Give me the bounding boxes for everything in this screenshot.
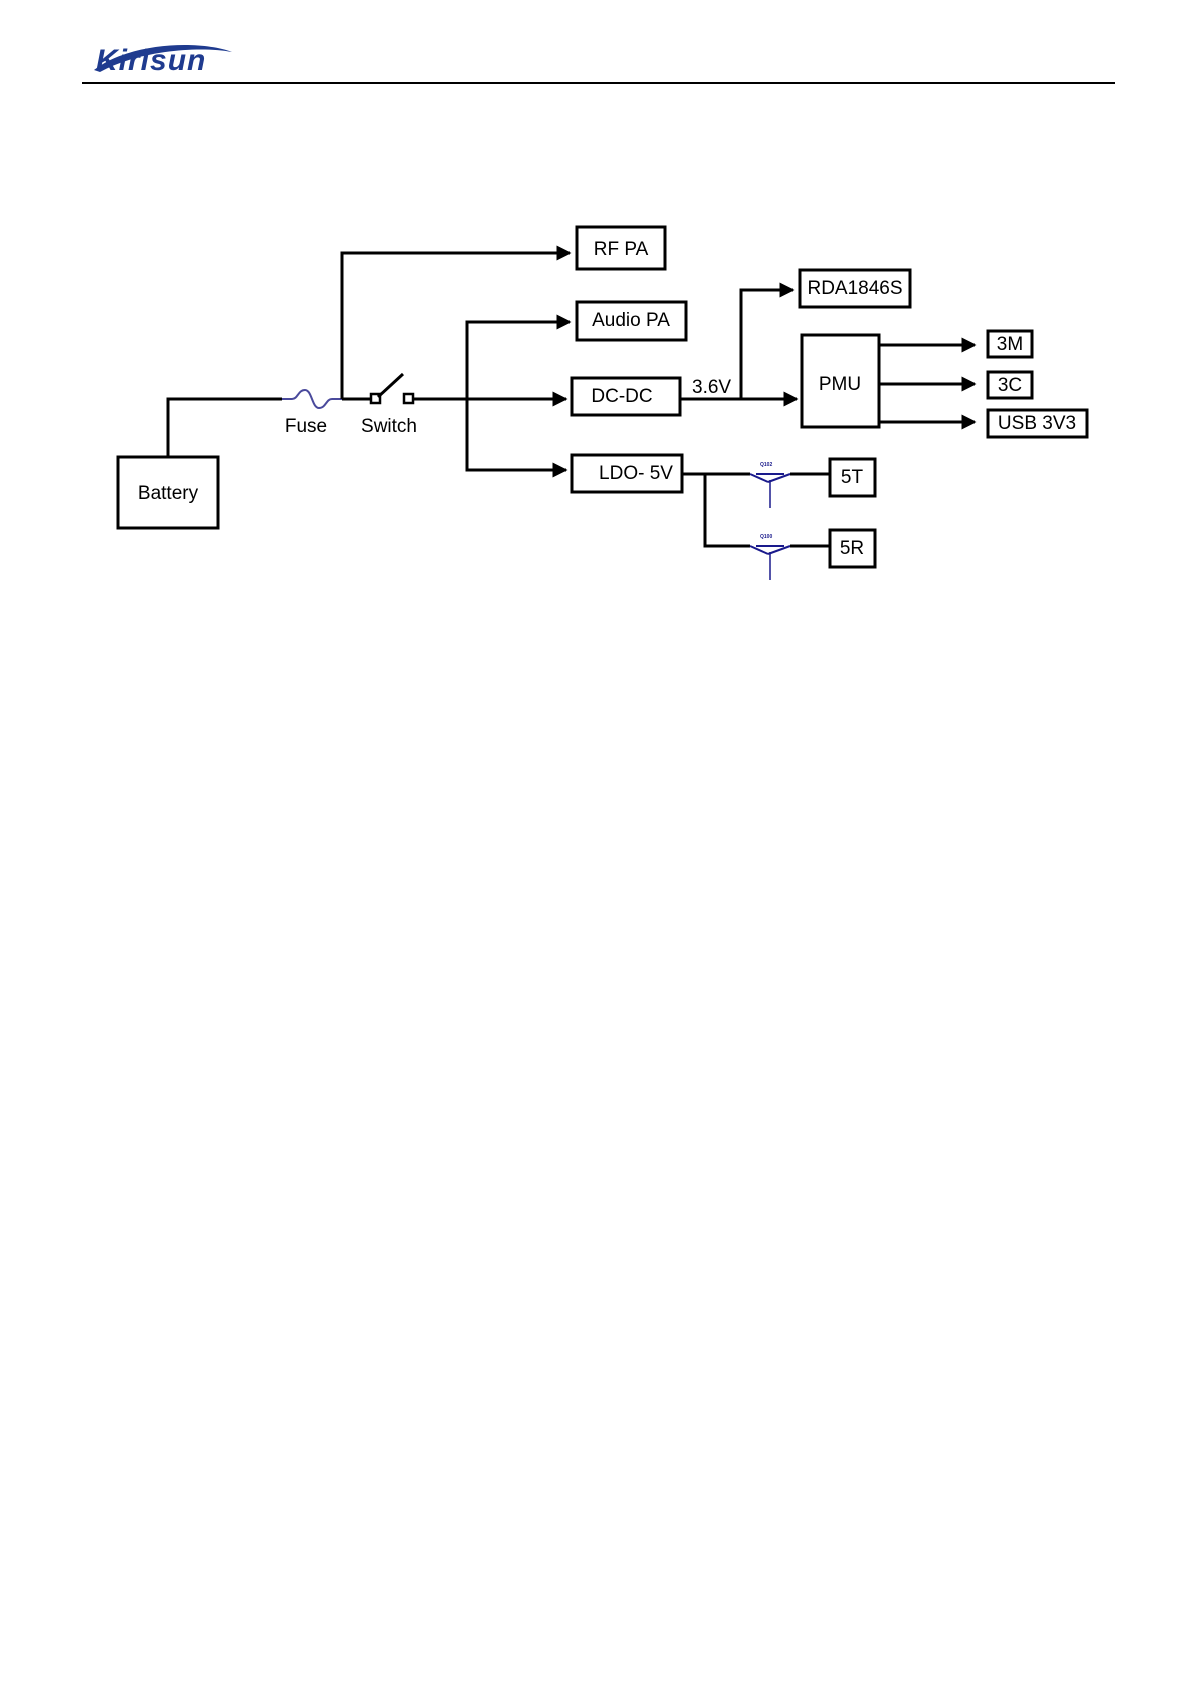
switch-contact-right bbox=[404, 394, 413, 403]
power-diagram: Battery Fuse Switch RF PA bbox=[118, 227, 1087, 580]
kirisun-logo: Kirisun bbox=[94, 44, 232, 77]
out-3m-label: 3M bbox=[997, 334, 1023, 355]
out-usb-label: USB 3V3 bbox=[998, 413, 1076, 434]
rda-label: RDA1846S bbox=[807, 278, 902, 299]
q100-transistor: Q100 bbox=[750, 534, 790, 580]
audio-pa-label: Audio PA bbox=[592, 310, 670, 331]
rda-wire bbox=[741, 290, 793, 399]
q100-collector bbox=[768, 546, 790, 554]
q100-emitter bbox=[750, 546, 768, 554]
q102-label: Q102 bbox=[760, 462, 772, 468]
battery-label: Battery bbox=[138, 483, 199, 504]
logo-text: Kirisun bbox=[96, 44, 206, 77]
rf-pa-label: RF PA bbox=[594, 239, 649, 260]
voltage-label: 3.6V bbox=[692, 377, 731, 398]
q102-transistor: Q102 bbox=[750, 462, 790, 508]
header: Kirisun bbox=[82, 44, 1115, 83]
rf-pa-wire bbox=[342, 253, 570, 399]
fuse-label: Fuse bbox=[285, 416, 327, 437]
switch-label: Switch bbox=[361, 416, 417, 437]
audio-pa-wire bbox=[467, 322, 570, 399]
out-3c-label: 3C bbox=[998, 375, 1022, 396]
q100-label: Q100 bbox=[760, 534, 772, 540]
dc-dc-label: DC-DC bbox=[591, 386, 652, 407]
out-5t-label: 5T bbox=[841, 467, 864, 488]
pmu-label: PMU bbox=[819, 374, 861, 395]
q102-collector bbox=[768, 474, 790, 482]
out-5r-label: 5R bbox=[840, 538, 864, 559]
ldo-5r-branch bbox=[705, 474, 750, 546]
switch-lever bbox=[378, 374, 403, 397]
ldo-wire bbox=[467, 399, 566, 470]
battery-wire bbox=[168, 399, 282, 457]
ldo-label: LDO- 5V bbox=[599, 463, 673, 484]
q102-emitter bbox=[750, 474, 768, 482]
fuse-symbol bbox=[282, 390, 342, 408]
